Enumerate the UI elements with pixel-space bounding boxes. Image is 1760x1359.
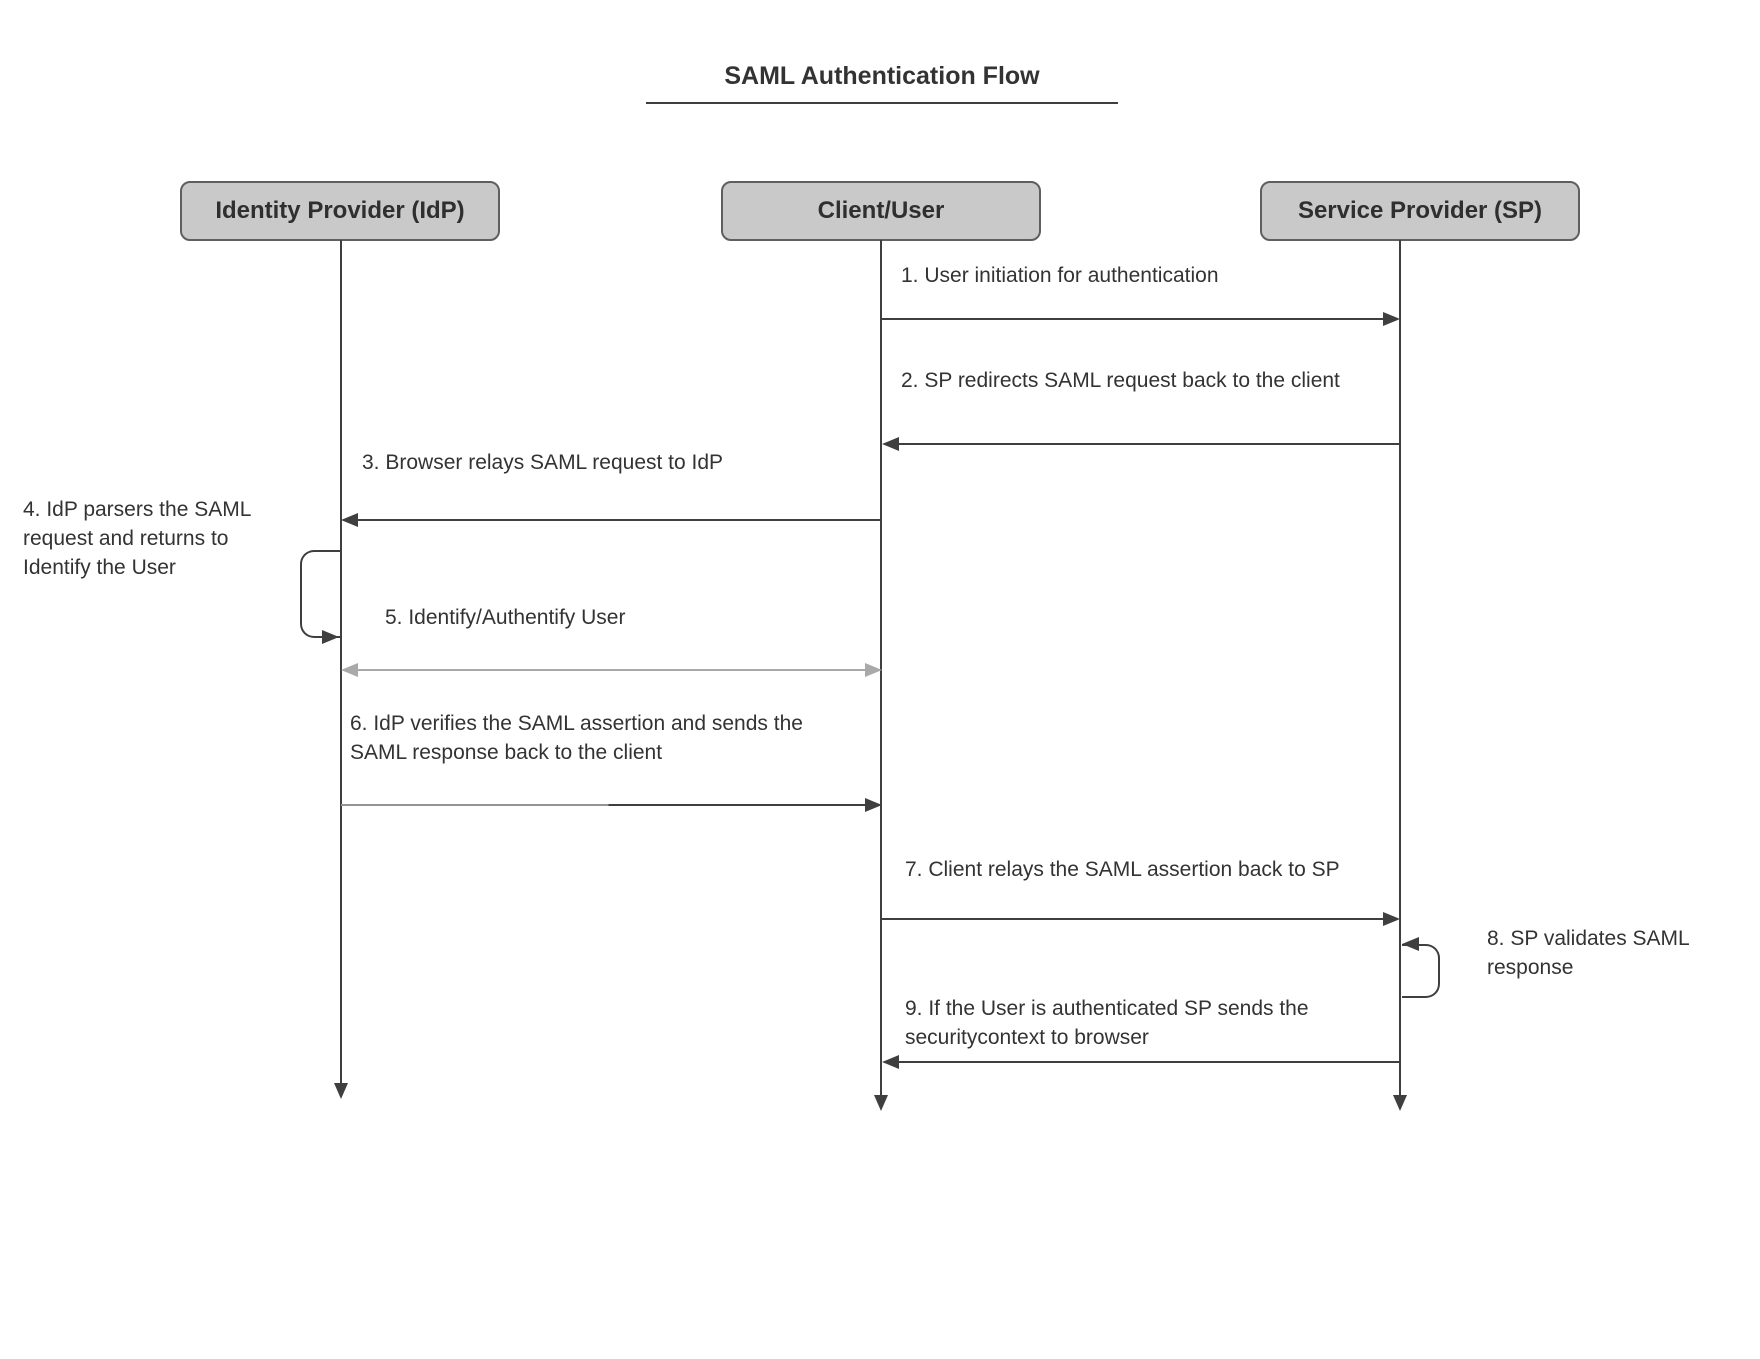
lifeline-end-arrow-down-icon — [1393, 1095, 1407, 1111]
arrowhead-left-icon — [882, 1055, 899, 1069]
message-9-line — [899, 1061, 1400, 1063]
message-1-line — [882, 318, 1384, 320]
diagram-title: SAML Authentication Flow — [724, 62, 1040, 90]
actor-label: Client/User — [817, 197, 945, 224]
actor-service-provider: Service Provider (SP) — [1260, 181, 1580, 241]
idp-self-loop — [300, 550, 340, 638]
message-3-label: 3. Browser relays SAML request to IdP — [362, 451, 724, 474]
arrowhead-left-icon — [882, 437, 899, 451]
actor-client-user: Client/User — [721, 181, 1041, 241]
lifeline-end-arrow-down-icon — [334, 1083, 348, 1099]
message-2-label: 2. SP redirects SAML request back to the… — [901, 369, 1340, 392]
lifeline-sp — [1399, 240, 1401, 1095]
message-1-label: 1. User initiation for authentication — [901, 264, 1219, 287]
message-6-label: 6. IdP verifies the SAML assertion and s… — [350, 712, 803, 764]
message-2-line — [899, 443, 1400, 445]
message-8-label: 8. SP validates SAML response — [1487, 927, 1690, 979]
arrowhead-right-icon — [1383, 312, 1400, 326]
arrowhead-left-icon — [341, 513, 358, 527]
arrowhead-right-icon — [322, 630, 339, 644]
actor-identity-provider: Identity Provider (IdP) — [180, 181, 500, 241]
message-7-label: 7. Client relays the SAML assertion back… — [905, 858, 1340, 881]
arrowhead-right-icon — [865, 663, 882, 677]
lifeline-idp — [340, 240, 342, 1083]
arrowhead-right-icon — [865, 798, 882, 812]
title-underline — [646, 102, 1118, 104]
arrowhead-left-icon — [1402, 937, 1419, 951]
sp-self-loop — [1402, 944, 1440, 998]
actor-label: Service Provider (SP) — [1297, 197, 1543, 224]
message-5-line — [357, 669, 866, 671]
message-5-label: 5. Identify/Authentify User — [385, 606, 626, 629]
message-9-label: 9. If the User is authenticated SP sends… — [905, 997, 1309, 1049]
message-7-line — [882, 918, 1384, 920]
lifeline-end-arrow-down-icon — [874, 1095, 888, 1111]
arrowhead-right-icon — [1383, 912, 1400, 926]
message-3-line — [358, 519, 882, 521]
arrowhead-left-icon — [341, 663, 358, 677]
message-4-label: 4. IdP parsers the SAML request and retu… — [23, 498, 252, 579]
actor-label: Identity Provider (IdP) — [215, 197, 465, 224]
message-6-line — [341, 804, 866, 806]
